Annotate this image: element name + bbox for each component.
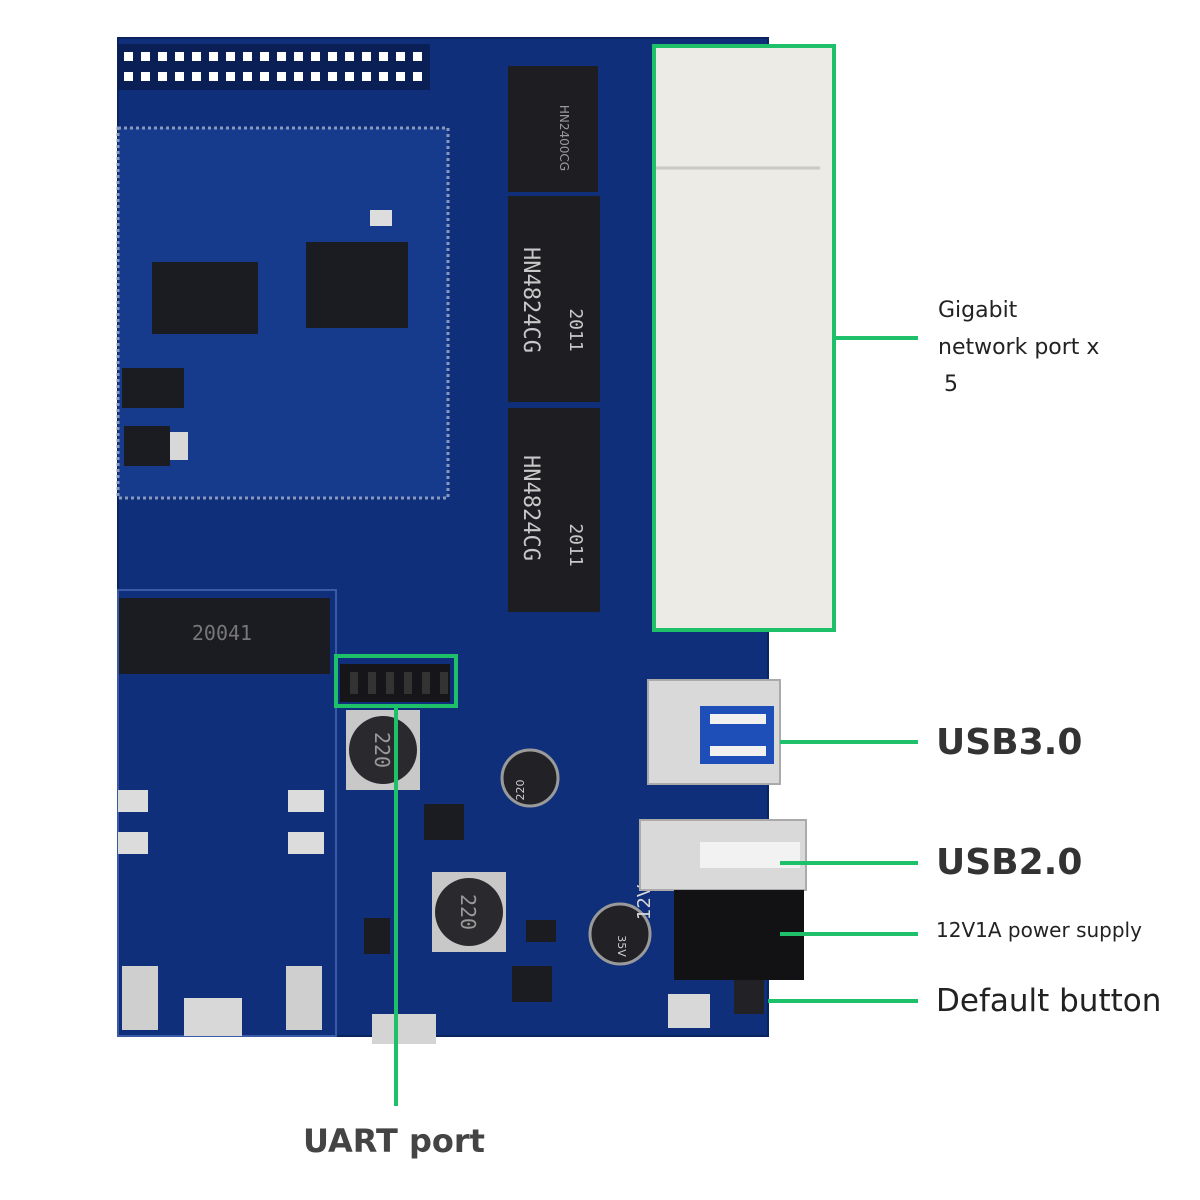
inductor-2-text: 220 <box>456 894 480 930</box>
ic <box>512 966 552 1002</box>
transformer-mid: HN4824CG 2011 <box>508 196 600 402</box>
pin-hole <box>243 72 252 81</box>
pin-hole <box>379 72 388 81</box>
label-power: 12V1A power supply <box>936 918 1142 942</box>
label-default-button: Default button <box>936 983 1162 1019</box>
regulator-chip <box>124 426 170 466</box>
pin-hole <box>396 52 405 61</box>
pin-hole <box>192 72 201 81</box>
capacitor-1: 220 <box>500 748 560 808</box>
uart-connector <box>372 1014 436 1044</box>
pin-hole <box>209 72 218 81</box>
pin-hole <box>345 52 354 61</box>
clip <box>118 832 148 854</box>
ic <box>526 920 556 942</box>
pin-hole <box>277 72 286 81</box>
transformer-top-part: HN2400CG <box>557 105 571 171</box>
power-12v-text: 12V <box>634 884 655 920</box>
m2-text: 20041 <box>192 621 252 645</box>
pin-hole <box>260 72 269 81</box>
pin-hole <box>243 52 252 61</box>
transformer-top: HN2400CG <box>508 66 598 192</box>
pin-hole <box>175 52 184 61</box>
clip <box>184 998 242 1036</box>
pin-hole <box>396 72 405 81</box>
clip <box>286 966 322 1030</box>
pin-hole <box>311 72 320 81</box>
pin-hole <box>362 72 371 81</box>
cap-2-text: 35V <box>615 935 628 957</box>
label-usb2: USB2.0 <box>936 842 1083 883</box>
pin-hole <box>294 52 303 61</box>
label-gigabit-1: Gigabit <box>938 298 1018 323</box>
pin-hole <box>158 52 167 61</box>
tab <box>170 432 188 460</box>
clip <box>118 790 148 812</box>
transformer-mid-part: HN4824CG <box>518 247 543 353</box>
pin-hole <box>158 72 167 81</box>
small-chip <box>122 368 184 408</box>
inductor-1: 220 <box>346 710 420 790</box>
clip <box>122 966 158 1030</box>
transformer-mid-year: 2011 <box>565 308 586 351</box>
label-gigabit-2: network port x <box>938 335 1100 360</box>
pin-hole <box>260 52 269 61</box>
button-housing <box>734 980 764 1014</box>
pin-hole <box>379 52 388 61</box>
usb3-connector <box>647 679 781 785</box>
flash-chip <box>152 262 258 334</box>
pin-hole <box>345 72 354 81</box>
ic <box>364 918 390 954</box>
soc-chip <box>306 242 408 328</box>
transformer-bottom: HN4824CG 2011 <box>508 408 600 612</box>
capacitor-2: 35V <box>588 902 652 966</box>
pin-hole <box>362 52 371 61</box>
pin-hole <box>277 52 286 61</box>
pin-hole <box>209 52 218 61</box>
pin-hole <box>226 52 235 61</box>
pin-hole <box>175 72 184 81</box>
pin-hole <box>192 52 201 61</box>
label-uart: UART port <box>303 1122 485 1160</box>
transformer-bottom-part: HN4824CG <box>518 455 543 561</box>
label-gigabit-3: 5 <box>944 372 958 397</box>
mount-hole <box>668 994 710 1028</box>
clip <box>288 790 324 812</box>
ethernet-block <box>656 48 832 628</box>
uart-pins <box>350 672 448 694</box>
uart-header <box>340 664 450 702</box>
pin-hole <box>413 72 422 81</box>
callouts <box>334 44 918 1106</box>
label-gigabit: Gigabit network port x 5 <box>938 292 1138 403</box>
pin-hole <box>328 52 337 61</box>
ic <box>424 804 464 840</box>
pin-hole <box>226 72 235 81</box>
pin-hole <box>141 72 150 81</box>
usb2-connector <box>639 819 807 891</box>
pin-hole <box>124 72 133 81</box>
transformer-bottom-year: 2011 <box>565 523 586 566</box>
pin-hole <box>294 72 303 81</box>
pin-hole <box>328 72 337 81</box>
pin-hole <box>141 52 150 61</box>
pin-header-top <box>118 44 430 90</box>
cap-1-text: 220 <box>514 780 527 801</box>
label-usb3: USB3.0 <box>936 722 1083 763</box>
inductor-1-text: 220 <box>370 732 394 768</box>
pin-hole <box>124 52 133 61</box>
clip <box>288 832 324 854</box>
m2-slot <box>118 598 330 674</box>
inductor-2: 220 <box>432 872 506 952</box>
led <box>370 210 392 226</box>
pin-hole <box>311 52 320 61</box>
pin-hole <box>413 52 422 61</box>
